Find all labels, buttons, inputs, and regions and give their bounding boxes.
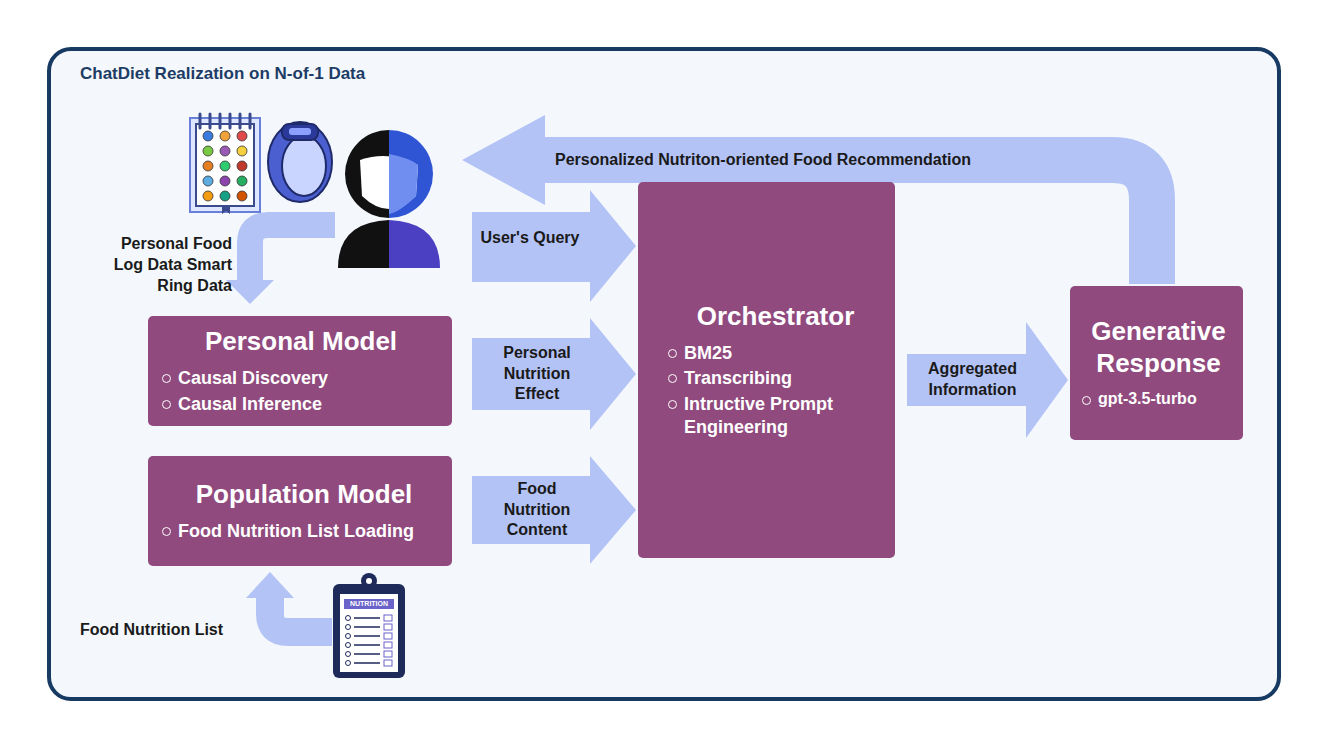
panel-frame: [49, 49, 1279, 699]
bullet-row: Intructive Prompt Engineering: [668, 393, 883, 440]
diagram-title: ChatDiet Realization on N-of-1 Data: [80, 64, 365, 84]
process-box: Population ModelFood Nutrition List Load…: [148, 456, 452, 566]
smart-ring-icon: [268, 122, 332, 202]
bullet-text: gpt-3.5-turbo: [1098, 389, 1197, 410]
arrow-label: Personalized Nutriton-oriented Food Reco…: [555, 150, 1075, 169]
box-heading: Generative Response: [1082, 316, 1235, 378]
query-arrow: [472, 190, 636, 302]
arrow-label: Food Nutrition List: [80, 620, 250, 641]
block-arrow: [907, 322, 1068, 438]
nutrition-list-icon: [333, 573, 405, 678]
bullet-text: Food Nutrition List Loading: [178, 520, 414, 543]
list-arrow-shaft: [270, 594, 332, 632]
block-arrow: [472, 318, 636, 430]
process-box: Personal ModelCausal DiscoveryCausal Inf…: [148, 316, 452, 426]
bullet-dot: [668, 400, 677, 409]
arrow-label: Personal Nutrition Effect: [489, 343, 585, 405]
bullet-text: Causal Discovery: [178, 367, 328, 390]
bullet-row: Causal Discovery: [162, 367, 440, 390]
bullet-dot: [162, 374, 171, 383]
bullet-text: Transcribing: [684, 367, 792, 390]
process-box: Generative Response gpt-3.5-turbo: [1070, 286, 1243, 440]
bullet-text: Intructive Prompt Engineering: [684, 393, 883, 440]
bullet-row: BM25: [668, 342, 883, 365]
arrow-label: User's Query: [480, 228, 580, 249]
arrow-label: Food Nutrition Content: [489, 479, 585, 541]
arrow-label: Personal Food Log Data Smart Ring Data: [100, 234, 232, 296]
bullet-row: Causal Inference: [162, 393, 440, 416]
bullet-dot: [162, 400, 171, 409]
process-box: OrchestratorBM25TranscribingIntructive P…: [638, 182, 895, 558]
return-arrow-head: [462, 115, 545, 205]
user-icon: [338, 130, 440, 268]
list-arrow-head: [246, 572, 294, 598]
data-arrow-head: [226, 280, 274, 304]
food-log-icon: [190, 114, 260, 214]
bullet-dot: [1082, 396, 1091, 405]
bullet-dot: [668, 374, 677, 383]
bullet-row: gpt-3.5-turbo: [1082, 389, 1235, 410]
data-arrow-shaft: [250, 225, 335, 282]
icon-label: NUTRITION: [344, 600, 394, 608]
bullet-text: BM25: [684, 342, 732, 365]
box-heading: Orchestrator: [668, 301, 883, 332]
box-heading: Population Model: [162, 479, 446, 510]
box-heading: Personal Model: [162, 326, 440, 357]
block-arrow: [472, 456, 636, 564]
arrow-label: Aggregated Information: [921, 359, 1025, 401]
bullet-dot: [668, 349, 677, 358]
bullet-dot: [162, 527, 171, 536]
bullet-row: Food Nutrition List Loading: [162, 520, 446, 543]
bullet-row: Transcribing: [668, 367, 883, 390]
bullet-text: Causal Inference: [178, 393, 322, 416]
